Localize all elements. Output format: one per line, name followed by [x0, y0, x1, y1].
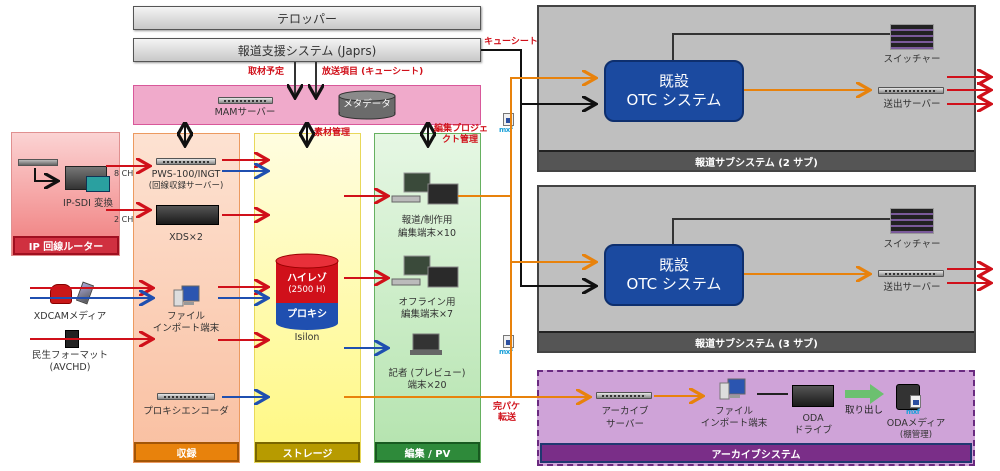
file-import-label-2: インポート端末: [152, 323, 220, 334]
oda-drive-label-2: ドライブ: [793, 425, 832, 436]
cue-sheet-label: キューシート: [484, 37, 538, 47]
news-edit-label-1: 報道/制作用: [401, 215, 453, 226]
playout-server-label-3: 送出サーバー: [883, 282, 941, 293]
complete-package-label-1: 完パケ: [493, 402, 521, 412]
proxy-encoder-icon: [157, 393, 215, 400]
archive-import-terminal-icon: [718, 378, 746, 402]
edit-lane-footer: 編集 / PV: [375, 442, 480, 462]
ip-sdi-converter-label: IP-SDI 変換: [63, 198, 113, 209]
pws-100-label: PWS-100/INGT: [151, 169, 221, 180]
cue-sheet-line-3: [520, 104, 596, 286]
proxy-label: プロキシ: [287, 309, 327, 320]
mam-server-label: MAMサーバー: [214, 107, 276, 118]
mam-band: [133, 85, 481, 125]
coverage-schedule-label: 取材予定: [248, 67, 285, 77]
file-import-terminal-icon: [172, 285, 200, 309]
playout-server-icon-3: [878, 270, 944, 277]
take-out-label: 取り出し: [845, 405, 884, 416]
router-to-converter: [34, 168, 58, 181]
otc2-switcher-line: [672, 33, 890, 60]
otc-label-2: OTC システム: [626, 275, 722, 293]
ch2-label: 2 CH: [114, 215, 134, 224]
telop-bar: テロッパー: [133, 6, 481, 30]
mxf-file-icon: mxf: [499, 113, 519, 137]
switcher-label-2: スイッチャー: [883, 54, 941, 65]
archive-server-icon: [596, 392, 652, 399]
archive-footer: アーカイブシステム: [540, 443, 972, 463]
ch8-label: 8 CH: [114, 169, 134, 178]
material-mgmt-label: 素材管理: [314, 128, 351, 138]
archive-import-label-1: ファイル: [714, 406, 753, 417]
switcher-icon-2: [890, 24, 934, 50]
oda-drive-label-1: ODA: [802, 413, 824, 424]
ip-router-box: [11, 132, 120, 256]
ip-router-footer: IP 回線ルーター: [13, 236, 119, 255]
mxf-file-icon: mxf: [906, 395, 926, 419]
playout-server-icon-2: [878, 87, 944, 94]
xds-label: XDS×2: [169, 232, 203, 243]
storage-lane-footer: ストレージ: [255, 442, 360, 462]
otc-label-2: OTC システム: [626, 91, 722, 109]
news-subsystem-2-footer: 報道サブシステム (2 サブ): [539, 150, 974, 170]
consumer-format-label-1: 民生フォーマット: [31, 350, 108, 361]
reporter-laptop-icon: [410, 333, 442, 357]
hires-capacity-label: (2500 H): [288, 285, 326, 295]
otc-label-1: 既設: [658, 72, 689, 91]
reporter-terminal-label-1: 記者 (プレビュー): [388, 368, 466, 379]
news-subsystem-3-footer: 報道サブシステム (3 サブ): [539, 331, 974, 351]
consumer-format-label-2: (AVCHD): [49, 362, 91, 373]
database-icon: [338, 90, 396, 120]
playout-server-label-2: 送出サーバー: [883, 99, 941, 110]
reporter-terminal-label-2: 端末×20: [407, 380, 447, 391]
otc-system-box-2: 既設 OTC システム: [604, 60, 744, 122]
storage-cylinder-icon: [275, 253, 339, 330]
offline-edit-label-2: 編集端末×7: [400, 309, 453, 320]
isilon-label: Isilon: [294, 332, 320, 343]
complete-package-label-2: 転送: [498, 413, 517, 423]
archive-server-label-1: アーカイブ: [601, 406, 649, 417]
news-support-system-bar: 報道支援システム (Japrs): [133, 38, 481, 62]
ingest-lane-footer: 収録: [134, 442, 239, 462]
archive-import-label-2: インポート端末: [700, 418, 768, 429]
switcher-icon-3: [890, 208, 934, 234]
converter-card-icon: [86, 176, 110, 192]
network-switch-icon: [18, 159, 58, 166]
edit-project-mgmt-label-2: クト管理: [442, 135, 479, 145]
news-edit-terminal-icon: [390, 172, 460, 206]
file-import-label-1: ファイル: [166, 311, 205, 322]
metadata-db: メタデータ: [338, 90, 396, 120]
otc3-switcher-line: [672, 218, 890, 244]
otc-system-box-3: 既設 OTC システム: [604, 244, 744, 306]
take-out-arrow: [845, 384, 884, 404]
mam-server-icon: [218, 97, 273, 104]
offline-edit-label-1: オフライン用: [398, 297, 456, 308]
isilon-storage-icon: ハイレゾ (2500 H) プロキシ: [275, 253, 339, 331]
archive-server-label-2: サーバー: [606, 419, 644, 430]
broadcast-items-label: 放送項目 (キューシート): [322, 67, 424, 77]
oda-drive-icon: [792, 385, 834, 407]
file-transfer-trunk: [510, 78, 596, 397]
hires-label: ハイレゾ: [287, 273, 327, 284]
xds-deck-icon: [156, 205, 219, 225]
switcher-label-3: スイッチャー: [883, 239, 941, 250]
metadata-label: メタデータ: [343, 99, 391, 110]
pws-100-sublabel: (回線収録サーバー): [148, 181, 224, 191]
offline-edit-terminal-icon: [390, 255, 460, 289]
xdcam-media-label: XDCAMメディア: [33, 311, 107, 322]
oda-media-label-2: (棚管理): [899, 430, 933, 440]
mxf-file-icon: mxf: [499, 335, 519, 359]
otc-label-1: 既設: [658, 256, 689, 275]
storage-lane: ストレージ: [254, 133, 361, 463]
oda-media-label-1: ODAメディア: [886, 418, 946, 429]
news-edit-label-2: 編集端末×10: [397, 228, 457, 239]
proxy-encoder-label: プロキシエンコーダ: [143, 406, 229, 417]
edit-project-mgmt-label-1: 編集プロジェ: [434, 124, 489, 134]
pws-100-server-icon: [156, 158, 216, 165]
